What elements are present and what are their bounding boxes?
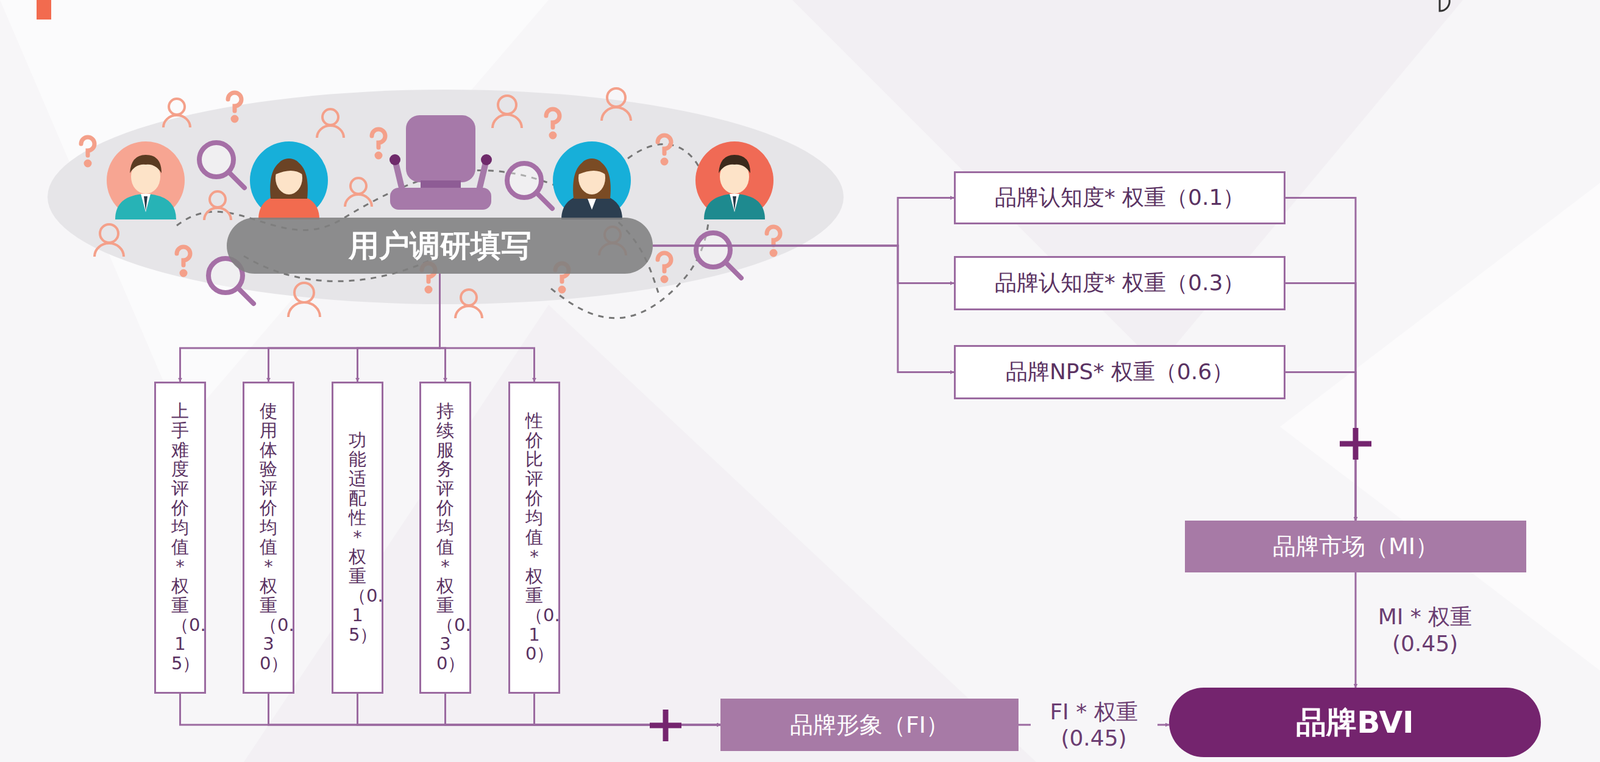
weight-box: 品牌认知度* 权重（0.1）: [953, 171, 1286, 225]
connector: [1285, 198, 1356, 522]
connector: [180, 693, 722, 725]
connector: [268, 693, 722, 725]
market-box: 品牌市场（MI）: [1184, 520, 1527, 573]
survey-pill: 用户调研填写: [226, 217, 653, 274]
node-text: 性价比评价均值*权重（0.10）: [525, 411, 544, 665]
connector: [180, 273, 441, 382]
result-pill: 品牌BVI: [1169, 687, 1541, 758]
metric-column: 上手难度评价均值*权重（0.15）: [154, 381, 207, 694]
node-text: 功能适配性*权重（0.15）: [348, 430, 367, 645]
connector: [268, 273, 441, 382]
bg-facet: [792, 0, 1463, 366]
connector: [534, 693, 722, 725]
metric-column: 使用体验评价均值*权重（0.30）: [242, 381, 295, 694]
image-box: 品牌形象（FI）: [720, 698, 1019, 751]
connector: [1354, 572, 1357, 688]
node-text: 品牌NPS* 权重（0.6）: [1005, 357, 1234, 388]
bg-facet: [1280, 182, 1600, 671]
connector: [652, 245, 954, 373]
title-marker: [36, 0, 52, 20]
small-people: [94, 88, 631, 319]
node-text: 上手难度评价均值*权重（0.15）: [171, 401, 189, 674]
metric-column: 功能适配性*权重（0.15）: [331, 381, 384, 694]
metric-column: 持续服务评价均值*权重（0.30）: [419, 381, 472, 694]
node-text: 品牌市场（MI）: [1272, 530, 1439, 562]
connector: [652, 245, 954, 284]
node-text: 品牌认知度* 权重（0.1）: [994, 182, 1246, 213]
connector: [1285, 283, 1356, 522]
edge-label: FI * 权重 (0.45): [1030, 697, 1158, 753]
office-chair: [389, 115, 492, 210]
node-text: 品牌形象（FI）: [789, 709, 950, 741]
node-text: 持续服务评价均值*权重（0.30）: [436, 401, 455, 674]
node-text: 品牌BVI: [1295, 702, 1414, 744]
connector: [445, 693, 722, 725]
avatars: [106, 141, 774, 220]
bg-facet: [243, 304, 1037, 762]
logo-mark: [1439, 0, 1450, 11]
question-marks: [81, 92, 781, 292]
metric-column: 性价比评价均值*权重（0.10）: [508, 381, 561, 694]
connector: [440, 273, 535, 382]
edge-label: MI * 权重 (0.45): [1364, 603, 1487, 656]
weight-box: 品牌NPS* 权重（0.6）: [953, 344, 1286, 400]
weight-box: 品牌认知度* 权重（0.3）: [953, 256, 1286, 311]
connector: [652, 198, 954, 247]
connector: [357, 273, 441, 382]
plus-sign: [1339, 427, 1372, 460]
survey-ground: [47, 89, 844, 305]
plus-sign: [649, 709, 682, 742]
node-text: 品牌认知度* 权重（0.3）: [994, 268, 1246, 299]
node-text: 用户调研填写: [348, 225, 532, 267]
node-text: 使用体验评价均值*权重（0.30）: [259, 401, 278, 674]
